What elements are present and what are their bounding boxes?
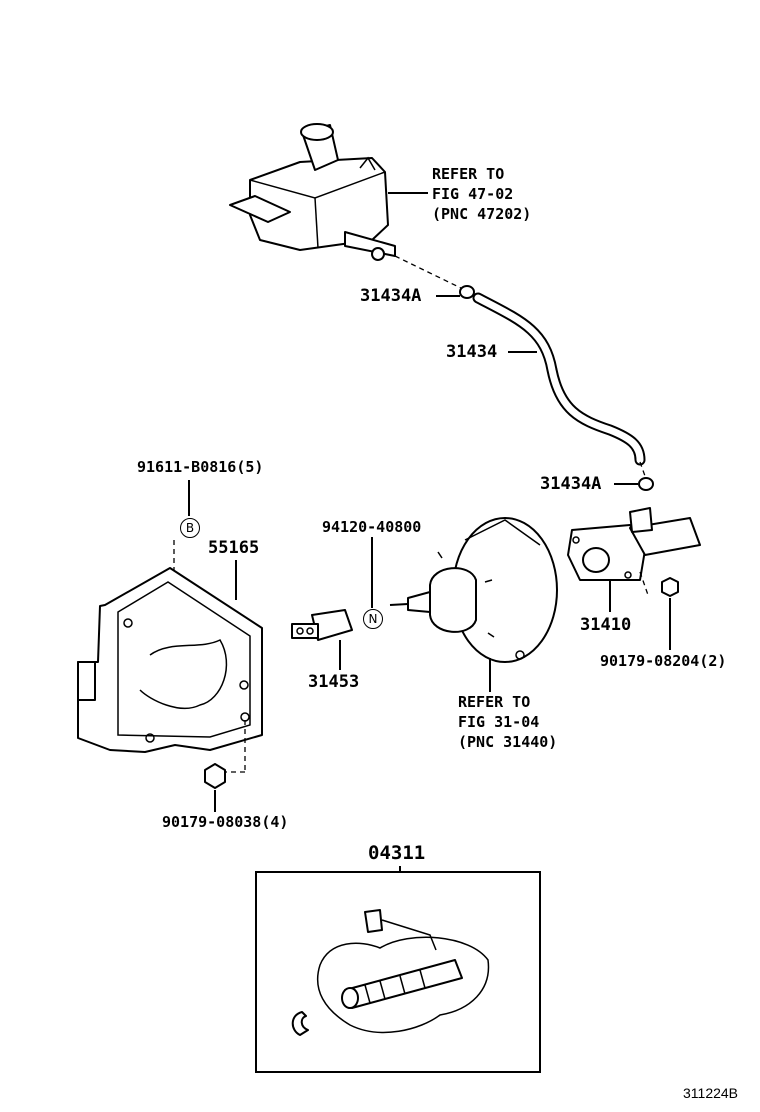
switch-part: [291, 609, 353, 641]
reservoir-hose: [472, 292, 646, 466]
clip-lower-shape: [638, 477, 654, 491]
label-clip-upper: 31434A: [360, 286, 422, 306]
reservoir-reference-line-1: REFER TO: [432, 165, 505, 183]
bracket: [77, 567, 263, 753]
booster-reference-line-2: FIG 31-04: [458, 713, 540, 731]
nut-right-shape: [661, 577, 679, 597]
brake-booster: [389, 517, 558, 663]
label-switch-part: 94120-40800: [322, 518, 422, 536]
nut-left-shape: [204, 763, 226, 789]
reservoir-tank: [229, 123, 396, 261]
label-clip-lower: 31434A: [540, 474, 602, 494]
reservoir-reference-line-3: (PNC 47202): [432, 205, 532, 223]
master-cylinder-dash: [639, 571, 649, 596]
booster-reference-line-1: REFER TO: [458, 693, 531, 711]
reservoir-reference-line-2: FIG 47-02: [432, 185, 514, 203]
label-master-cylinder: 31410: [580, 615, 632, 635]
reservoir-dash: [394, 255, 466, 291]
switch-symbol: N: [363, 609, 383, 629]
reservoir-reference: REFER TO FIG 47-02 (PNC 47202): [432, 164, 531, 224]
label-kit: 04311: [368, 842, 426, 864]
label-nut-left: 90179-08038(4): [162, 813, 289, 831]
figure-code: 311224B: [683, 1085, 739, 1101]
master-cylinder: [567, 507, 701, 581]
kit-box: [255, 871, 541, 1073]
clip-upper-shape: [459, 285, 475, 299]
hose-dash: [639, 461, 646, 477]
label-hose: 31434: [446, 342, 498, 362]
booster-reference: REFER TO FIG 31-04 (PNC 31440): [458, 692, 557, 752]
repair-kit: [291, 909, 490, 1036]
booster-reference-line-3: (PNC 31440): [458, 733, 558, 751]
label-switch: 31453: [308, 672, 360, 692]
bolt-symbol: B: [180, 518, 200, 538]
label-bracket: 55165: [208, 538, 260, 558]
label-nut-right: 90179-08204(2): [600, 652, 727, 670]
label-bolt: 91611-B0816(5): [137, 458, 264, 476]
